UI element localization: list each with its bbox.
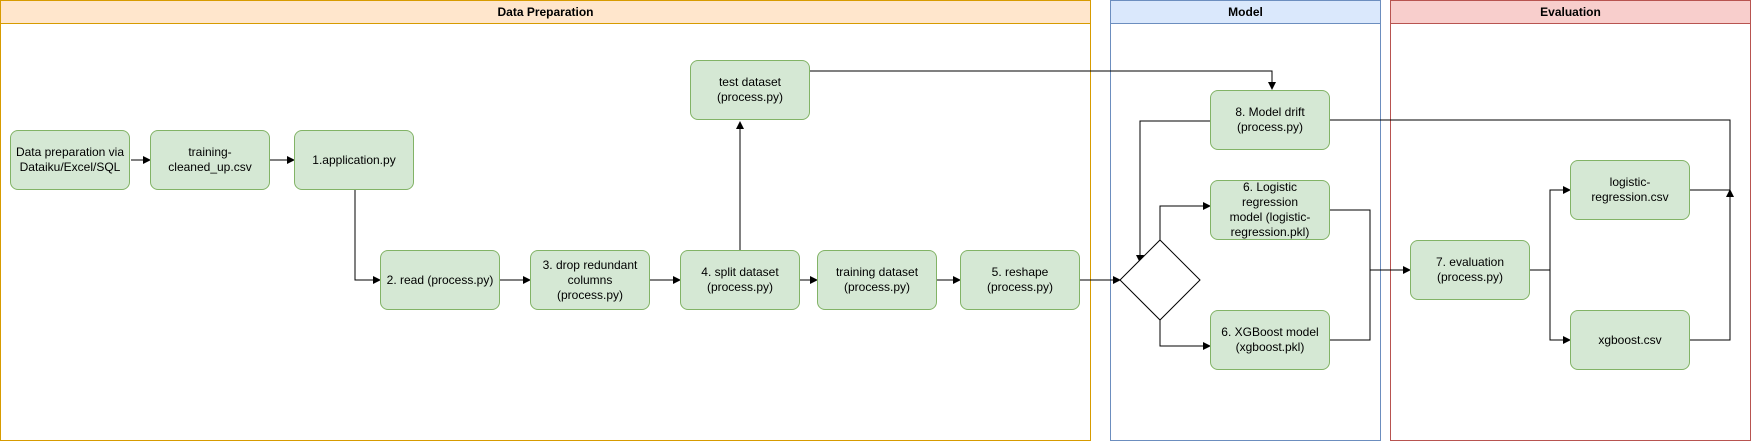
edge-evaluation-to-logistic-csv — [1530, 186, 1571, 271]
lane-title: Data Preparation — [1, 1, 1090, 24]
node-xgboost-csv[interactable]: xgboost.csv — [1570, 310, 1690, 370]
edge-decision-to-logistic-model — [1159, 202, 1211, 240]
lane-model: Model — [1110, 0, 1381, 441]
edge-application-to-read — [354, 190, 381, 284]
node-application[interactable]: 1.application.py — [294, 130, 414, 190]
node-evaluation[interactable]: 7. evaluation (process.py) — [1410, 240, 1530, 300]
edge-test-dataset-to-model-drift — [810, 70, 1276, 90]
node-xgboost-model[interactable]: 6. XGBoost model (xgboost.pkl) — [1210, 310, 1330, 370]
edge-csv-feedback-to-model-drift — [1330, 119, 1730, 341]
node-logistic-csv[interactable]: logistic- regression.csv — [1570, 160, 1690, 220]
node-read[interactable]: 2. read (process.py) — [380, 250, 500, 310]
node-logistic-model[interactable]: 6. Logistic regression model (logistic- … — [1210, 180, 1330, 240]
node-training-dataset[interactable]: training dataset (process.py) — [817, 250, 937, 310]
edge-model-drift-to-decision — [1136, 120, 1210, 263]
edge-decision-to-xgboost-model — [1159, 320, 1211, 350]
node-drop-columns[interactable]: 3. drop redundant columns (process.py) — [530, 250, 650, 310]
edge-evaluation-to-xgboost-csv — [1549, 270, 1571, 344]
lane-evaluation: Evaluation — [1390, 0, 1751, 441]
lane-title: Model — [1111, 1, 1380, 24]
edge-models-to-evaluation — [1329, 209, 1410, 341]
node-test-dataset[interactable]: test dataset (process.py) — [690, 60, 810, 120]
lane-title: Evaluation — [1391, 1, 1750, 24]
node-model-drift[interactable]: 8. Model drift (process.py) — [1210, 90, 1330, 150]
node-data-source[interactable]: Data preparation via Dataiku/Excel/SQL — [10, 130, 130, 190]
node-training-csv[interactable]: training- cleaned_up.csv — [150, 130, 270, 190]
decision-diamond — [1119, 239, 1201, 321]
node-split-dataset[interactable]: 4. split dataset (process.py) — [680, 250, 800, 310]
node-reshape[interactable]: 5. reshape (process.py) — [960, 250, 1080, 310]
